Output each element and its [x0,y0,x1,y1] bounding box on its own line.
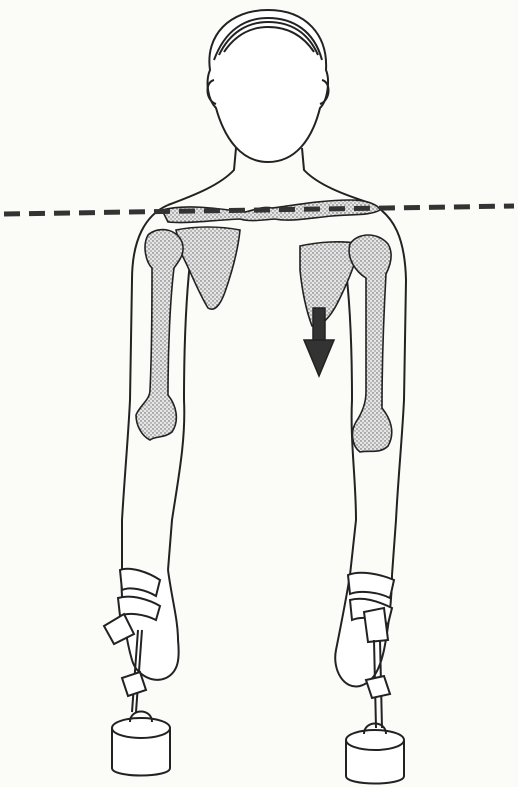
left-humerus [136,230,183,440]
arrow-shaft [313,308,325,342]
neck-right [302,148,370,203]
head [207,10,328,162]
arrow-head [304,340,334,376]
left-scapula [176,227,240,309]
right-arm-inner [345,262,356,575]
neck-left [168,148,236,205]
left-weight-top [112,718,170,738]
right-hand-weight [335,573,404,784]
right-weight-top [346,730,404,750]
left-hand-weight [104,569,179,776]
face-outline [208,10,328,162]
right-strap-tab [364,608,388,642]
left-weight [112,712,170,776]
right-weight [346,724,404,784]
right-humerus [349,235,392,452]
right-cord-clip [366,676,390,698]
